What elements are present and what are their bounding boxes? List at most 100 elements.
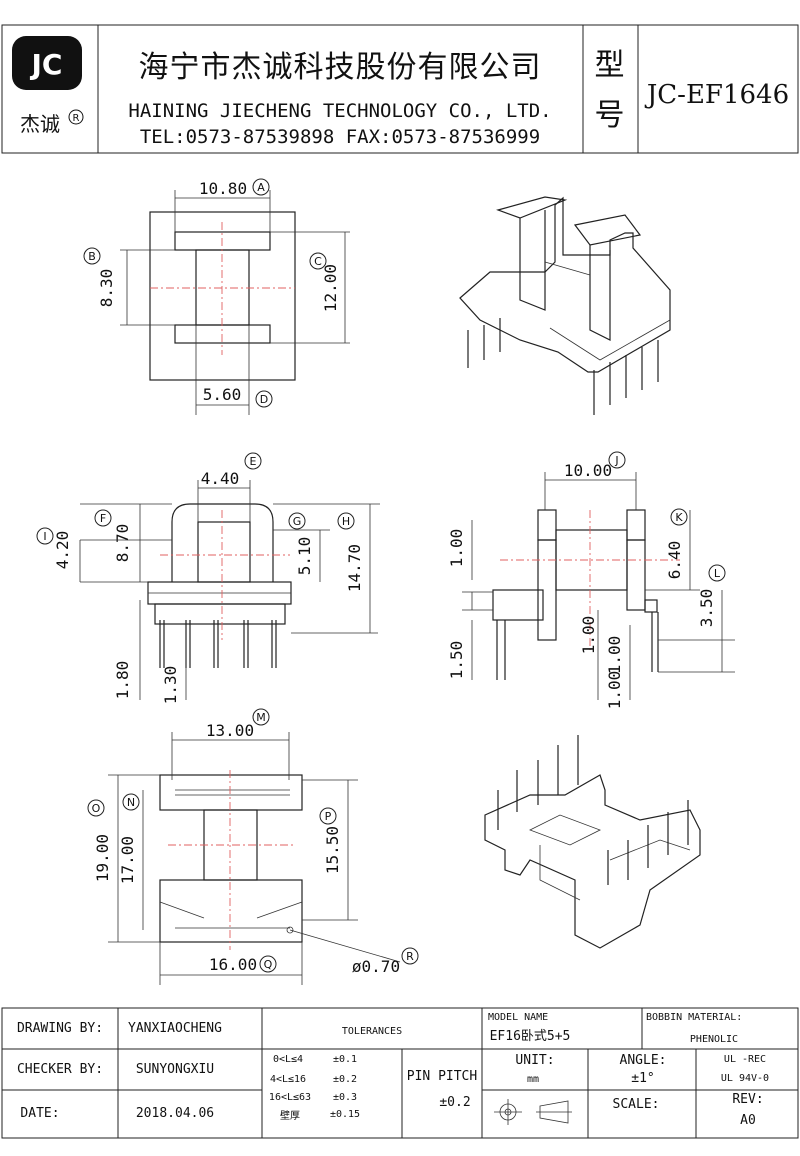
tol-row2-range: 4<L≤16 [270,1074,306,1085]
circle-markers: A B C D E F G H I J K L M N O P Q R [36,178,726,973]
dim-e: 4.40 [201,469,240,488]
marker-d: D [255,390,273,408]
svg-text:N: N [127,796,135,809]
ul-rating: UL 94V-0 [721,1073,769,1084]
ul-rec: UL -REC [724,1054,766,1065]
iso-view-top [459,196,671,415]
dim-d: 5.60 [203,385,242,404]
scale-label: SCALE: [613,1097,660,1112]
drawing-by-label: DRAWING BY: [17,1021,103,1036]
svg-text:O: O [92,802,101,815]
angle-label: ANGLE: [620,1053,667,1068]
dim-r: ø0.70 [352,957,400,976]
tol-row2-value: ±0.2 [333,1074,357,1085]
dim-j: 10.00 [564,461,612,480]
logo-cn: 杰诚 [20,112,60,136]
unit-value: mm [527,1074,539,1085]
unit-label: UNIT: [515,1053,554,1068]
svg-text:C: C [314,255,322,268]
marker-j: J [608,451,626,469]
pin-pitch-label: PIN PITCH [407,1069,477,1084]
dim-m: 13.00 [206,721,254,740]
company-contact: TEL:0573-87539898 FAX:0573-87536999 [140,126,540,148]
company-logo: JC 杰诚 R [12,36,84,136]
svg-text:P: P [325,810,332,823]
marker-i: I [36,527,54,545]
svg-text:R: R [406,950,414,963]
header: JC 杰诚 R 海宁市杰诚科技股份有限公司 HAINING JIECHENG T… [1,24,799,154]
company-name-en: HAINING JIECHENG TECHNOLOGY CO., LTD. [128,100,551,122]
dim-n: 17.00 [118,836,137,884]
marker-m: M [252,708,270,726]
marker-a: A [252,178,270,196]
pin-pitch-value: ±0.2 [439,1095,470,1110]
checker-by-label: CHECKER BY: [17,1062,103,1077]
dim-g: 5.10 [295,537,314,576]
dim-p: 15.50 [323,826,342,874]
svg-text:B: B [88,250,96,263]
tol-row1-range: 0<L≤4 [273,1054,303,1065]
type-label-2: 号 [595,98,626,133]
marker-o: O [87,799,105,817]
dim-q: 16.00 [209,955,257,974]
dim-l: 3.50 [697,589,716,628]
date-label: DATE: [20,1106,59,1121]
title-block: DRAWING BY: YANXIAOCHENG CHECKER BY: SUN… [1,1007,799,1139]
bobbin-material-value: PHENOLIC [690,1034,738,1045]
svg-text:H: H [342,515,350,528]
marker-h: H [337,512,355,530]
dim-side-1d: 1.00 [605,671,624,710]
marker-p: P [319,807,337,825]
angle-value: ±1° [631,1071,654,1086]
svg-text:I: I [43,530,46,543]
dim-side-1a: 1.00 [447,529,466,568]
svg-text:A: A [257,181,265,194]
marker-f: F [94,509,112,527]
marker-g: G [288,512,306,530]
svg-text:M: M [256,711,266,724]
svg-text:L: L [714,567,721,580]
svg-text:J: J [614,454,618,467]
iso-view-bottom [484,735,701,949]
model-name-value: EF16卧式5+5 [490,1029,571,1044]
marker-k: K [670,508,688,526]
svg-text:Q: Q [264,958,273,971]
tol-row3-range: 16<L≤63 [269,1092,311,1103]
marker-n: N [122,793,140,811]
type-label-1: 型 [595,48,626,83]
tolerances-label: TOLERANCES [342,1026,402,1037]
tol-row3-value: ±0.3 [333,1092,357,1103]
registered-mark: R [73,113,80,124]
marker-e: E [244,452,262,470]
checker-by-value: SUNYONGXIU [136,1062,214,1077]
marker-r: R [401,947,419,965]
dim-f: 8.70 [113,524,132,563]
tol-row1-value: ±0.1 [333,1054,357,1065]
bottom-view: 13.00 19.00 17.00 15.50 16.00 ø0.70 [93,721,401,985]
dim-a: 10.80 [199,179,247,198]
dim-side-150: 1.50 [447,641,466,680]
tol-row4-range: 壁厚 [280,1109,300,1122]
marker-l: L [708,564,726,582]
svg-text:E: E [250,455,257,468]
date-value: 2018.04.06 [136,1106,214,1121]
tol-row4-value: ±0.15 [330,1109,360,1120]
marker-c: C [309,252,327,270]
svg-text:F: F [100,512,106,525]
drawing-by-value: YANXIAOCHENG [128,1021,222,1036]
bobbin-material-label: BOBBIN MATERIAL: [646,1012,742,1023]
svg-text:G: G [293,515,302,528]
rev-label: REV: [732,1092,763,1107]
top-view: 10.80 8.30 12.00 5.60 [97,179,350,415]
marker-q: Q [259,955,277,973]
model-name-label: MODEL NAME [488,1012,548,1023]
marker-b: B [83,247,101,265]
dim-side-1c: 1.00 [605,636,624,675]
dim-b: 8.30 [97,269,116,308]
dim-c: 12.00 [321,264,340,312]
projection-symbol-icon [494,1099,572,1125]
svg-text:K: K [675,511,683,524]
side-view: 10.00 1.00 1.50 6.40 3.50 1.00 1.00 1.00 [447,461,735,709]
model-number: JC-EF1646 [644,80,789,110]
